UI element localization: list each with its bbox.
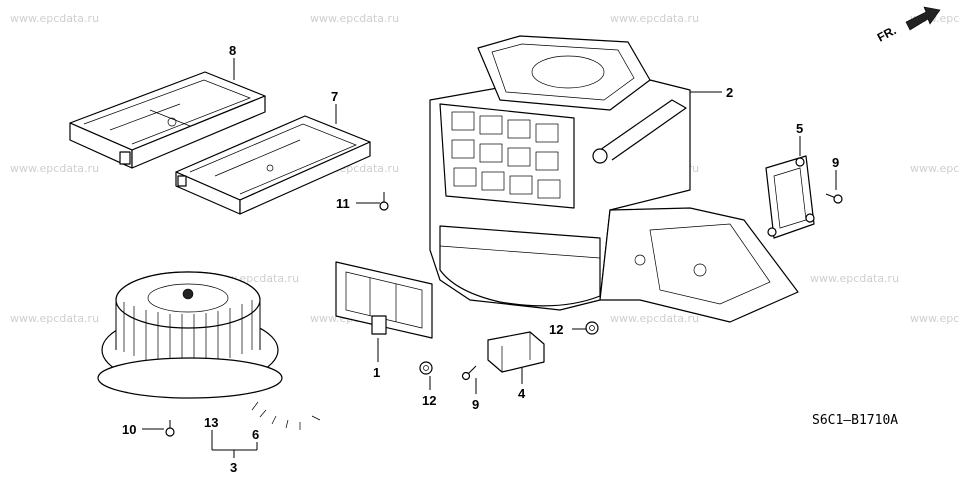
part-4-actuator <box>487 331 545 373</box>
leader-lines <box>142 58 837 458</box>
callout-4: 4 <box>518 386 526 401</box>
callout-3: 3 <box>230 460 237 475</box>
fastener-screw-11 <box>379 192 389 211</box>
part-5-bracket <box>765 155 815 239</box>
callout-1: 1 <box>373 365 380 380</box>
fr-arrow-icon <box>905 6 941 31</box>
part-3-blower-fan <box>97 271 283 399</box>
callout-13: 13 <box>204 415 218 430</box>
fastener-screw-9-lower <box>461 365 477 381</box>
callout-12-upper: 12 <box>549 322 563 337</box>
callout-6: 6 <box>252 427 259 442</box>
part-1-resistor <box>335 261 433 339</box>
callout-7: 7 <box>331 89 338 104</box>
callout-10: 10 <box>122 422 136 437</box>
callout-5: 5 <box>796 121 803 136</box>
part-2-blower-housing <box>429 35 799 323</box>
front-direction-marker: FR. <box>875 6 941 45</box>
callout-9-right: 9 <box>832 155 839 170</box>
watermark: www.epcdata.ru <box>610 312 699 325</box>
callout-2: 2 <box>726 85 733 100</box>
fastener-nut-12-lower <box>419 361 433 375</box>
callout-9-lower: 9 <box>472 397 479 412</box>
callout-8: 8 <box>229 43 236 58</box>
watermark: www.epcdata.ru <box>10 12 99 25</box>
diagram-code: S6C1—B1710A <box>812 413 898 428</box>
fr-label: FR. <box>875 23 899 44</box>
callout-11: 11 <box>336 196 350 211</box>
part-8-filter-frame <box>69 71 266 169</box>
callouts: 8 7 2 5 9 11 1 12 12 9 4 10 13 6 3 <box>122 43 839 475</box>
watermark: www.epcdata.ru <box>910 312 960 325</box>
watermark: www.epcdata.ru <box>310 12 399 25</box>
watermark: www.epcdata.ru <box>810 272 899 285</box>
watermark: www.epcdata.ru <box>10 312 99 325</box>
watermark: www.epcdata.ru <box>910 162 960 175</box>
fastener-nut-12-upper <box>585 321 599 335</box>
part-7-filter-frame <box>175 115 371 215</box>
callout-12-lower: 12 <box>422 393 436 408</box>
watermark: www.epcdata.ru <box>610 12 699 25</box>
part-6-hose <box>249 397 321 430</box>
fastener-screw-9-right <box>825 193 843 204</box>
watermark: www.epcdata.ru <box>10 162 99 175</box>
fastener-bolt-10 <box>165 420 175 437</box>
